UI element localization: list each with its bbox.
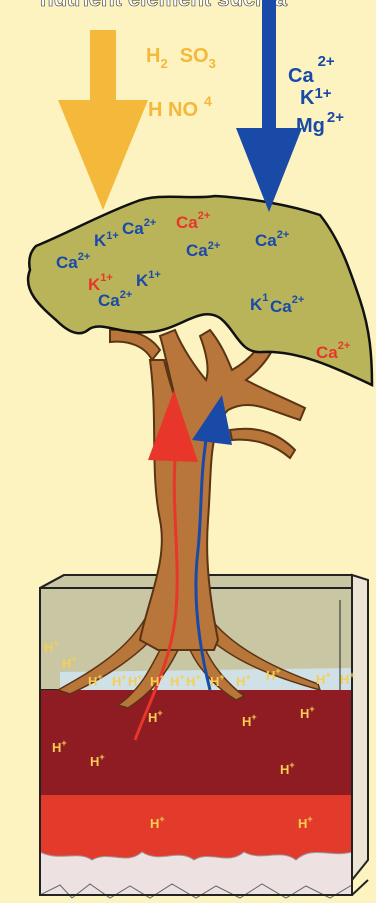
base-inputs-label: Ca2+ K1+ Mg2+ xyxy=(288,53,344,137)
acid-deposition-arrow xyxy=(58,30,148,210)
svg-text:H NO4: H NO4 xyxy=(148,93,212,121)
acid-h2: H xyxy=(146,45,160,67)
svg-text:H2SO3: H2SO3 xyxy=(146,45,216,71)
acid-hno: H NO xyxy=(148,99,198,121)
soil-side-face xyxy=(352,575,368,880)
svg-text:Ca2+: Ca2+ xyxy=(288,53,335,87)
header-text: nutrient element such a xyxy=(40,0,288,11)
acid-inputs-label: H2SO3 H NO4 xyxy=(146,45,216,121)
svg-text:Mg2+: Mg2+ xyxy=(296,109,344,137)
svg-text:K1+: K1+ xyxy=(300,85,332,109)
bedrock-layer xyxy=(40,852,352,895)
base-cation-arrow xyxy=(236,0,302,212)
